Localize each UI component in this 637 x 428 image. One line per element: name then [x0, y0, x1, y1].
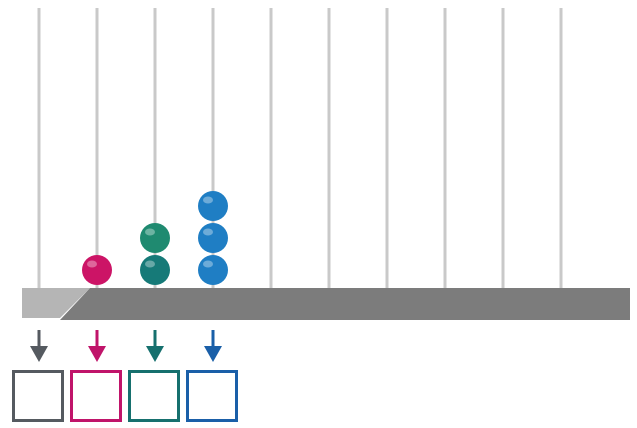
place-value-arrows — [30, 330, 222, 362]
abacus-bead[interactable] — [198, 191, 228, 221]
bead-highlight — [87, 260, 97, 268]
abacus-beads — [82, 191, 228, 285]
abacus-base — [60, 288, 630, 320]
answer-box-hundreds[interactable] — [70, 370, 122, 422]
bead-highlight — [145, 260, 155, 268]
abacus-rods — [37, 8, 563, 290]
down-arrow-icon — [88, 346, 106, 362]
bead-highlight — [145, 228, 155, 236]
abacus-bead[interactable] — [198, 255, 228, 285]
down-arrow-icon — [204, 346, 222, 362]
abacus-bead[interactable] — [198, 223, 228, 253]
bead-highlight — [203, 228, 213, 236]
abacus-bead[interactable] — [140, 223, 170, 253]
abacus-base-left-ledge — [22, 288, 90, 318]
down-arrow-icon — [30, 346, 48, 362]
down-arrow-icon — [146, 346, 164, 362]
answer-box-thousands[interactable] — [12, 370, 64, 422]
bead-highlight — [203, 260, 213, 268]
bead-highlight — [203, 196, 213, 204]
answer-box-ones[interactable] — [186, 370, 238, 422]
abacus-bead[interactable] — [140, 255, 170, 285]
answer-box-tens[interactable] — [128, 370, 180, 422]
abacus-bead[interactable] — [82, 255, 112, 285]
